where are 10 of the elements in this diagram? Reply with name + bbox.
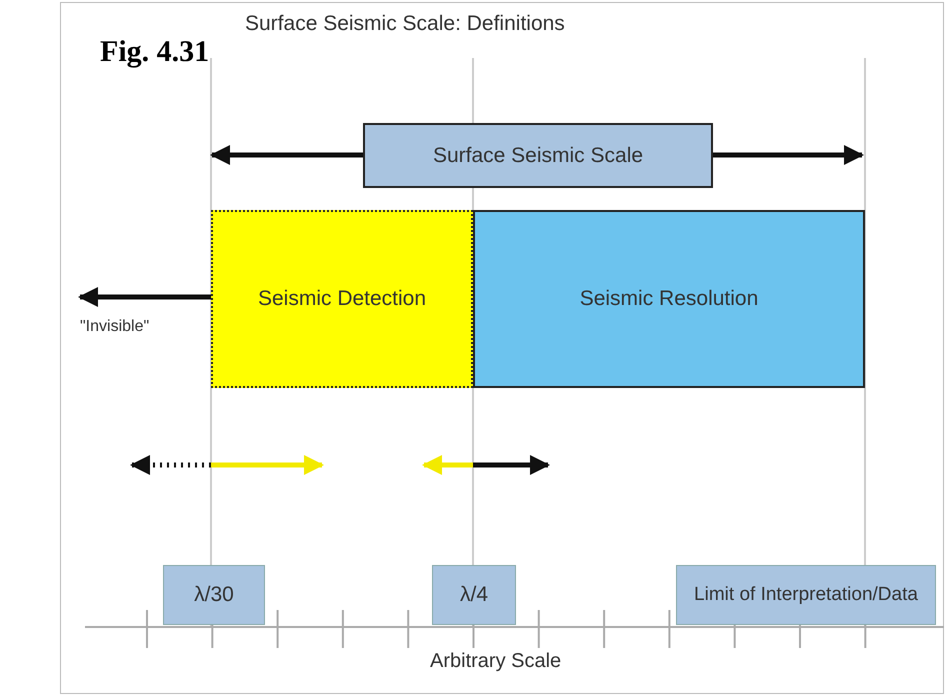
scale-box: Surface Seismic Scale xyxy=(363,123,713,188)
detection-box: Seismic Detection xyxy=(211,210,473,388)
scale-marker-box: Limit of Interpretation/Data xyxy=(676,565,936,625)
figure-number: Fig. 4.31 xyxy=(100,35,210,69)
axis-label: Arbitrary Scale xyxy=(430,650,562,673)
diagram-title: Surface Seismic Scale: Definitions xyxy=(245,12,565,36)
resolution-box: Seismic Resolution xyxy=(473,210,865,388)
invisible-note: "Invisible" xyxy=(80,318,150,336)
scale-marker-box: λ/4 xyxy=(432,565,516,625)
scale-marker-box: λ/30 xyxy=(163,565,265,625)
